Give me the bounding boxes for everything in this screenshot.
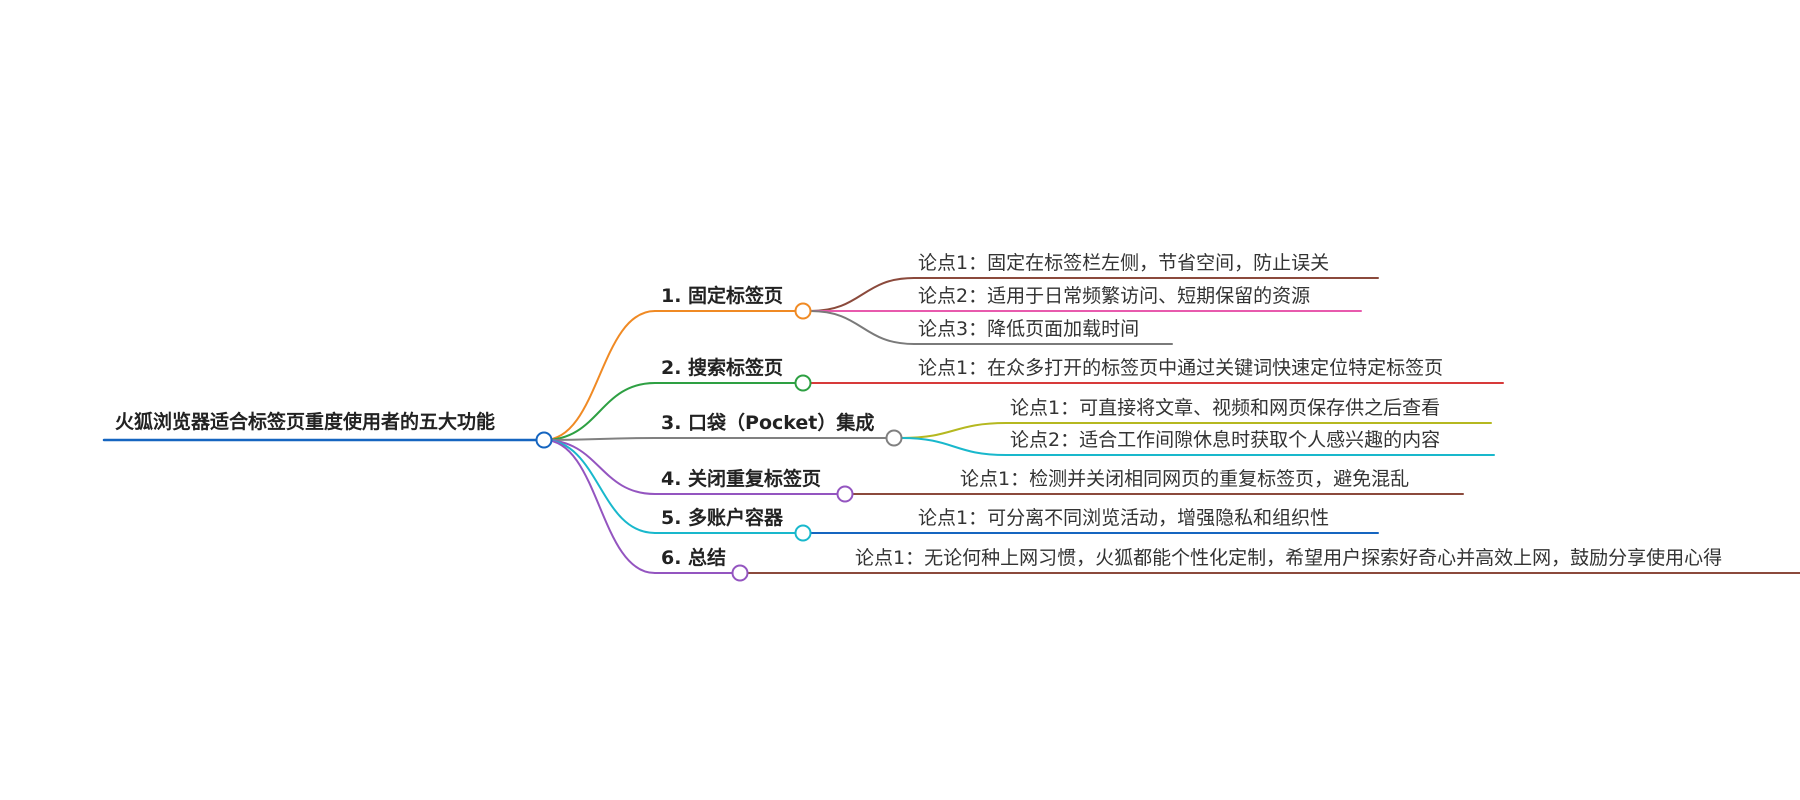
point-3-2-connector — [900, 437, 1007, 456]
branch-2-label: 2. 搜索标签页 — [661, 357, 784, 379]
branch-5-connector — [543, 439, 656, 534]
point-1-1-connector — [809, 277, 915, 312]
root-collapse-toggle[interactable] — [535, 431, 553, 449]
branch-3-connector — [543, 437, 656, 441]
branch-5-label: 5. 多账户容器 — [661, 507, 784, 529]
point-3-1-label: 论点1：可直接将文章、视频和网页保存供之后查看 — [1010, 397, 1441, 419]
root-topic: 火狐浏览器适合标签页重度使用者的五大功能 — [115, 411, 496, 433]
branch-1-label: 1. 固定标签页 — [661, 285, 784, 307]
mindmap-edges — [102, 277, 1800, 574]
point-1-3-label: 论点3：降低页面加载时间 — [918, 318, 1140, 340]
branch-4-label: 4. 关闭重复标签页 — [661, 468, 822, 490]
point-1-2-label: 论点2：适用于日常频繁访问、短期保留的资源 — [918, 285, 1311, 307]
branch-1-connector — [543, 310, 656, 441]
point-3-1-connector — [900, 422, 1007, 439]
branch-6-label: 6. 总结 — [661, 547, 727, 569]
branch-2-connector — [543, 382, 656, 441]
branch-1-collapse-toggle[interactable] — [794, 302, 812, 320]
branch-4-connector — [543, 439, 656, 495]
point-1-1-label: 论点1：固定在标签栏左侧，节省空间，防止误关 — [918, 252, 1330, 274]
branch-6-collapse-toggle[interactable] — [731, 564, 749, 582]
mindmap-nodes — [535, 302, 903, 582]
branch-3-label: 3. 口袋（Pocket）集成 — [661, 412, 875, 434]
point-3-2-label: 论点2：适合工作间隙休息时获取个人感兴趣的内容 — [1010, 429, 1441, 451]
branch-6-connector — [543, 439, 656, 574]
branch-2-collapse-toggle[interactable] — [794, 374, 812, 392]
branch-4-collapse-toggle[interactable] — [836, 485, 854, 503]
point-4-1-label: 论点1：检测并关闭相同网页的重复标签页，避免混乱 — [960, 468, 1410, 490]
point-1-3-connector — [809, 310, 915, 345]
point-6-1-label: 论点1：无论何种上网习惯，火狐都能个性化定制，希望用户探索好奇心并高效上网，鼓励… — [855, 547, 1723, 569]
point-5-1-label: 论点1：可分离不同浏览活动，增强隐私和组织性 — [918, 507, 1330, 529]
branch-5-collapse-toggle[interactable] — [794, 524, 812, 542]
branch-3-collapse-toggle[interactable] — [885, 429, 903, 447]
point-2-1-label: 论点1：在众多打开的标签页中通过关键词快速定位特定标签页 — [918, 357, 1444, 379]
